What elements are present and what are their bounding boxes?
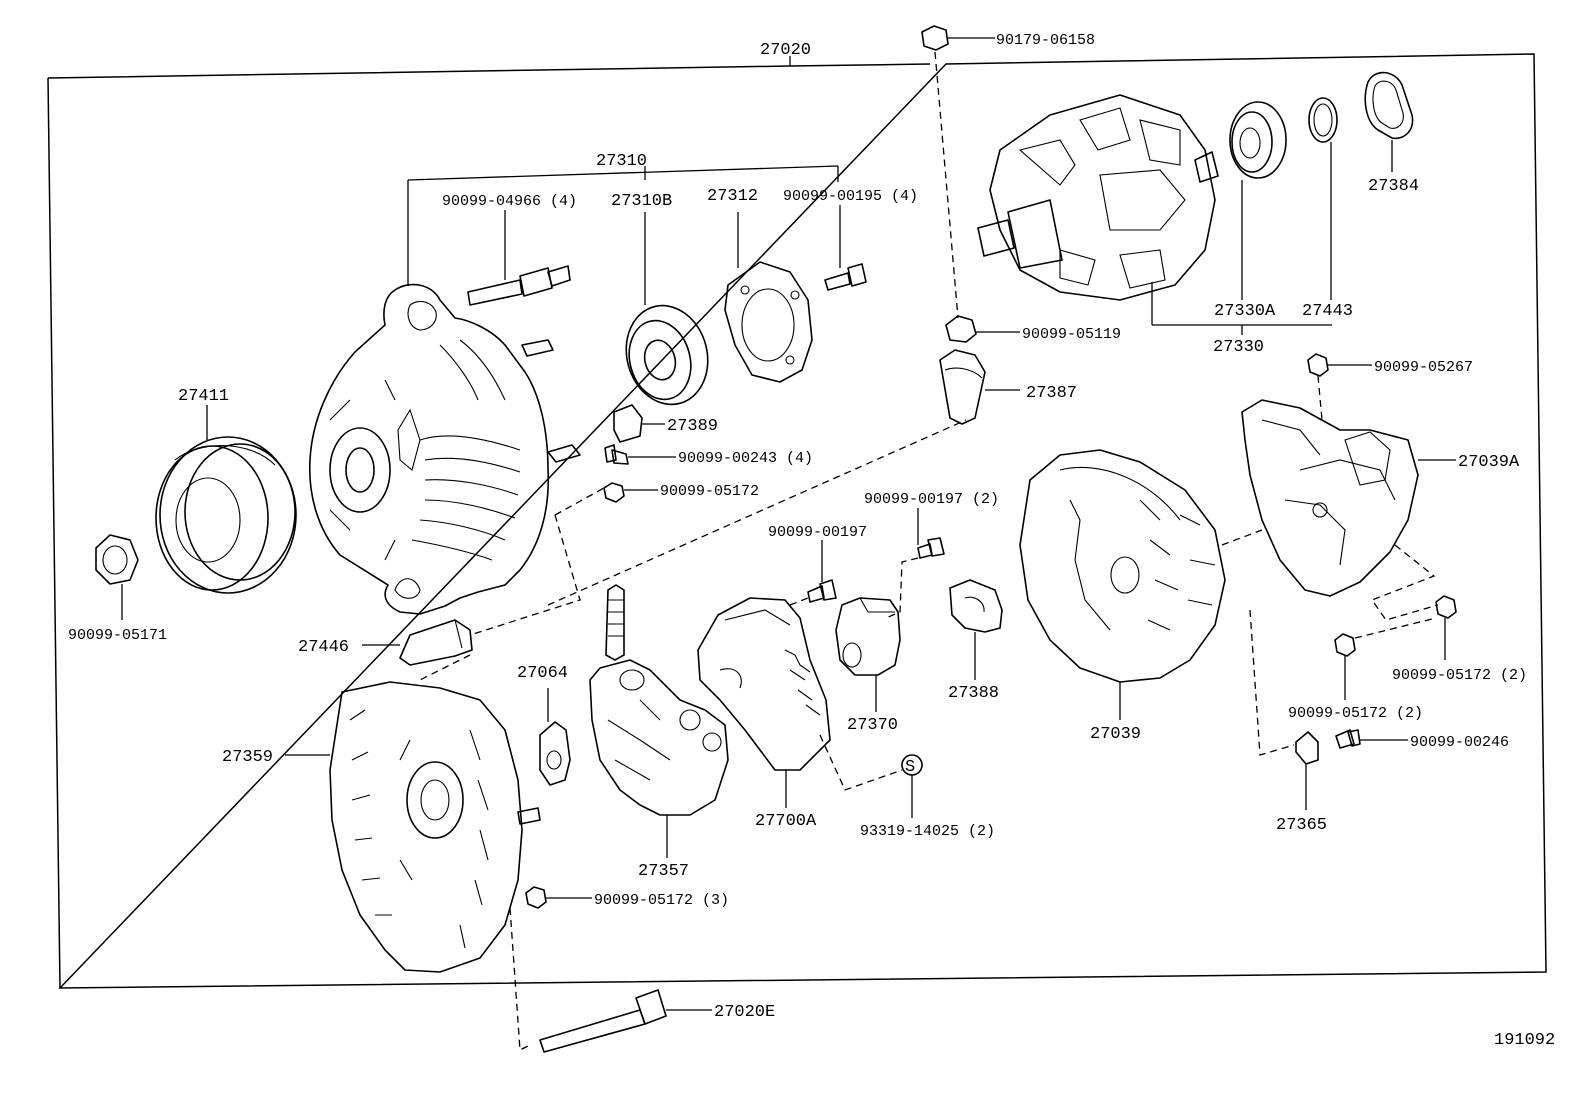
label-screw-00243: 90099-00243 (4)	[678, 450, 813, 467]
pulley-27411-part	[155, 405, 297, 594]
regulator-27700a-part	[697, 597, 831, 808]
label-plate-27064: 27064	[517, 664, 568, 683]
label-diagram-number: 191092	[1494, 1031, 1555, 1050]
label-assembly: 27020	[760, 41, 811, 60]
screw-00246-part	[1335, 729, 1408, 749]
label-rear-frame-27039: 27039	[1090, 725, 1141, 744]
bearing-27310b-part	[625, 212, 709, 406]
label-rear-cover-27039a: 27039A	[1458, 453, 1520, 472]
screw-00195-part	[824, 205, 867, 291]
bolt-04966-part	[467, 210, 571, 306]
through-bolt-part	[509, 907, 712, 1053]
label-bolt-04966: 90099-04966 (4)	[442, 193, 577, 210]
cap-05119-part	[945, 315, 1020, 343]
rotor-27330-part	[977, 94, 1332, 335]
rectifier-end-frame-part	[285, 681, 541, 973]
nut-06158-part	[921, 25, 995, 319]
label-nut-05172-2a: 90099-05172 (2)	[1392, 667, 1527, 684]
drive-end-frame-part	[308, 283, 581, 615]
retainer-27312-part	[724, 212, 813, 383]
label-holder-27387: 27387	[1026, 384, 1077, 403]
dashed-alignment-left	[419, 419, 967, 681]
nut-05172-2a-part	[1370, 544, 1457, 660]
nut-05172-2b-part	[1334, 617, 1437, 700]
cover-27384-part	[1364, 71, 1414, 172]
label-drive-end-group: 27310	[596, 152, 647, 171]
holder-27357-part	[589, 584, 729, 858]
brush-holder-27370-part	[835, 597, 901, 712]
nut-05172-3-part	[525, 886, 592, 909]
plate-27064-part	[539, 688, 571, 786]
label-retainer-27312: 27312	[707, 187, 758, 206]
label-regulator-27700a: 27700A	[755, 812, 817, 831]
label-through-bolt: 27020E	[714, 1003, 775, 1022]
label-brush-holder-27370: 27370	[847, 716, 898, 735]
nut-05267-part	[1307, 353, 1372, 421]
label-pulley: 27411	[178, 387, 229, 406]
label-cover-27384: 27384	[1368, 177, 1419, 196]
label-spring-93319: 93319-14025 (2)	[860, 823, 995, 840]
label-holder-27357: 27357	[638, 862, 689, 881]
screw-00243-part	[604, 444, 676, 465]
svg-text:S: S	[905, 758, 915, 777]
label-screw-00246: 90099-00246	[1410, 734, 1509, 751]
label-screw-00195: 90099-00195 (4)	[783, 188, 918, 205]
labels: 27020 90179-06158 27310 90099-04966 (4) …	[68, 32, 1555, 1050]
drive-end-leader	[407, 165, 839, 286]
label-screw-00197: 90099-00197	[768, 524, 867, 541]
insulator-27446-part	[362, 619, 473, 666]
label-washer-27443: 27443	[1302, 302, 1353, 321]
label-nut-05267: 90099-05267	[1374, 359, 1473, 376]
label-screw-00197-2: 90099-00197 (2)	[864, 491, 999, 508]
cover-27389-part	[613, 404, 665, 443]
label-nut-top: 90179-06158	[996, 32, 1095, 49]
terminal-27388-part	[949, 579, 1003, 680]
rotor-bearing-27330a-part	[1229, 101, 1287, 300]
label-nut-05172-a: 90099-05172	[660, 483, 759, 500]
label-cap-05119: 90099-05119	[1022, 326, 1121, 343]
label-cover-27389: 27389	[667, 417, 718, 436]
rear-cover-27039a-part	[1241, 399, 1456, 597]
insulator-27365-part	[1249, 609, 1319, 810]
assembly-frame	[47, 53, 1547, 989]
label-nut-05172-3: 90099-05172 (3)	[594, 892, 729, 909]
label-rotor-bearing-27330a: 27330A	[1214, 302, 1276, 321]
label-bearing-27310b: 27310B	[611, 192, 672, 211]
label-insulator-27446: 27446	[298, 638, 349, 657]
pulley-nut-part	[95, 534, 139, 620]
label-rotor-27330: 27330	[1213, 338, 1264, 357]
screw-00197-part	[789, 540, 837, 606]
label-rectifier-27359: 27359	[222, 748, 273, 767]
holder-27387-part	[939, 349, 1020, 425]
spring-marker-part: S	[819, 734, 923, 818]
label-insulator-27365: 27365	[1276, 816, 1327, 835]
label-pulley-nut: 90099-05171	[68, 627, 167, 644]
rear-frame-27039-part	[1019, 449, 1263, 720]
label-terminal-27388: 27388	[948, 684, 999, 703]
label-nut-05172-2b: 90099-05172 (2)	[1288, 705, 1423, 722]
washer-27443-part	[1308, 97, 1338, 300]
screw-00197-2-part	[885, 508, 945, 619]
nut-05172-a-part	[603, 482, 658, 503]
